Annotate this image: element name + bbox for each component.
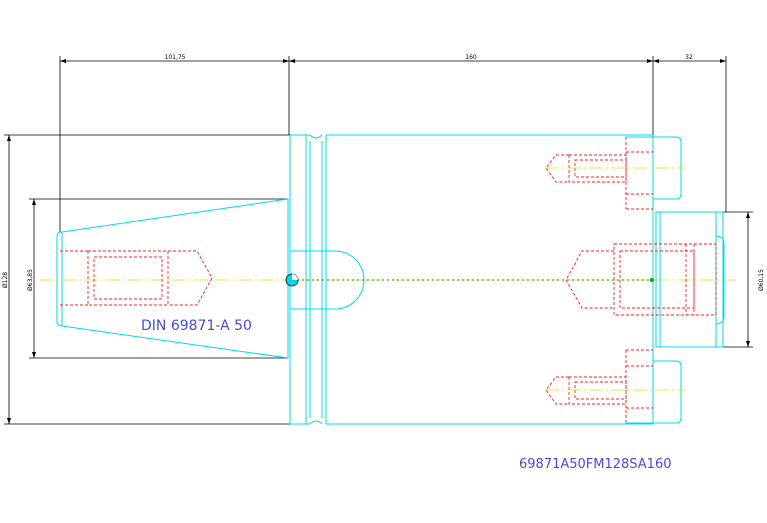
dim-top-left: 101,75	[165, 54, 186, 61]
dim-top-right: 32	[685, 54, 693, 61]
dim-left-outer: Ø128	[2, 272, 9, 288]
dim-top-mid: 160	[465, 54, 477, 61]
part-number-label: 69871A50FM128SA160	[519, 457, 672, 472]
dim-left-inner: Ø63,85	[27, 269, 34, 291]
left-dimensions: Ø128 Ø63,85	[2, 134, 290, 425]
taper-shank	[56, 198, 289, 359]
flange	[285, 134, 365, 425]
top-dimensions: 101,75 160 32	[59, 54, 727, 232]
screw-top	[545, 136, 686, 210]
dim-right: Ø60,15	[758, 269, 765, 291]
pilot-nose	[565, 211, 725, 348]
right-dimension: Ø60,15	[723, 211, 765, 348]
screw-bottom	[545, 349, 686, 424]
standard-label: DIN 69871-A 50	[141, 318, 252, 334]
